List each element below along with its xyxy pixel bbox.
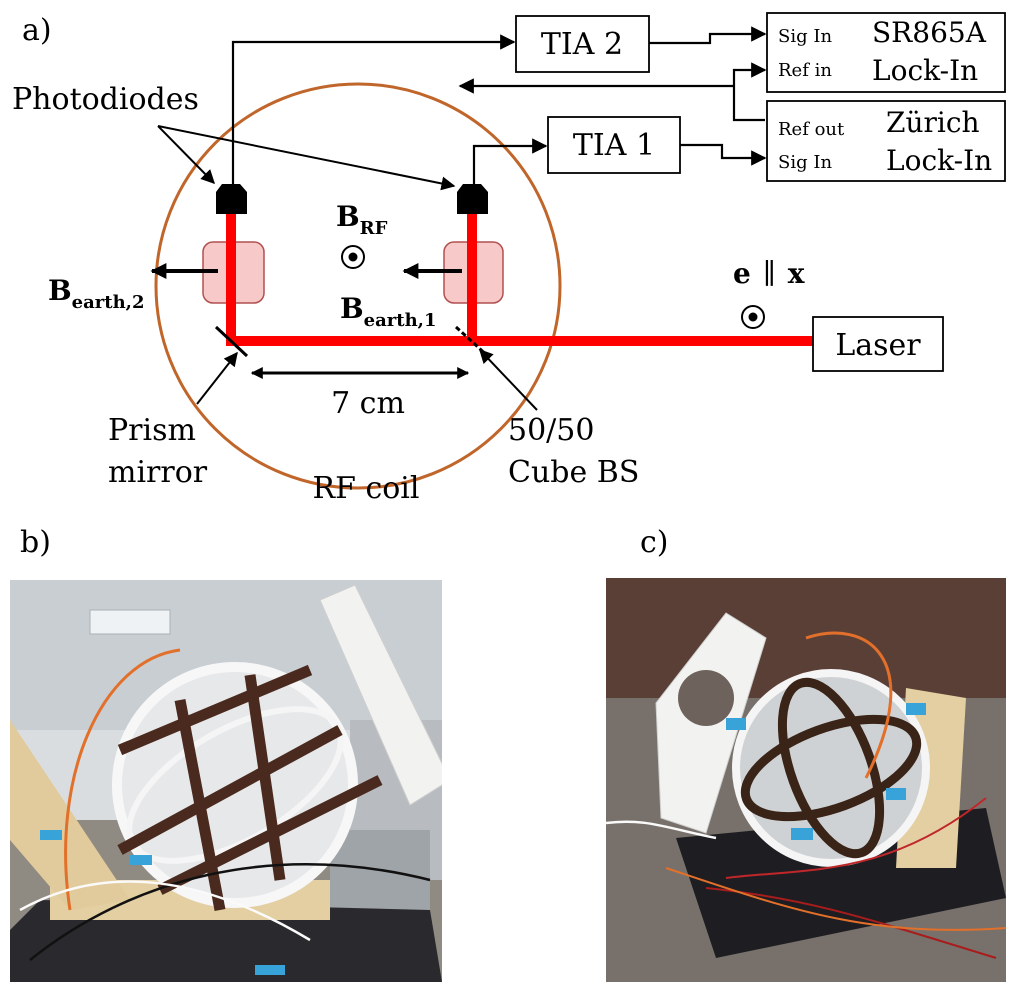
bs-label-line1: 50/50 bbox=[508, 413, 594, 448]
zurich-sig-in: Sig In bbox=[778, 152, 832, 173]
zurich-name: Zürich bbox=[886, 106, 980, 139]
wire-tia2-to-sr865a bbox=[649, 26, 767, 45]
b-rf-dot bbox=[348, 252, 358, 262]
polarization-out-of-plane-symbol bbox=[741, 305, 765, 329]
photodiode-1 bbox=[457, 184, 488, 214]
prism-label-line1: Prism bbox=[108, 413, 196, 448]
b-rf-out-of-plane-symbol bbox=[341, 245, 365, 269]
wire-tia1-to-zurich bbox=[680, 143, 767, 166]
panel-label-c: c) bbox=[640, 525, 669, 560]
rf-coil-label: RF coil bbox=[313, 471, 420, 506]
polarization-label: e∥x bbox=[733, 257, 805, 290]
prism-pointer bbox=[196, 351, 238, 405]
sr865a-name: SR865A bbox=[872, 16, 987, 49]
setup-schematic: a) Laser TIA 2 TIA 1 Sig In SR865A Ref i… bbox=[12, 12, 1006, 506]
rf-coil-circle bbox=[154, 82, 562, 490]
bs-label-line2: Cube BS bbox=[508, 455, 639, 490]
panel-label-a: a) bbox=[22, 13, 52, 48]
zurich-type: Lock-In bbox=[886, 144, 992, 177]
zurich-box bbox=[766, 100, 1006, 182]
sr865a-ref-in: Ref in bbox=[778, 60, 832, 81]
b-earth1-label: Bearth,1 bbox=[340, 292, 436, 331]
tia2-label: TIA 2 bbox=[541, 27, 623, 62]
distance-label: 7 cm bbox=[331, 386, 405, 421]
laser-beam bbox=[226, 210, 813, 346]
b-earth2-label: Bearth,2 bbox=[48, 274, 144, 313]
wire-pd1-to-tia1 bbox=[472, 138, 548, 184]
photo-side-view bbox=[10, 580, 442, 982]
photo-top-view bbox=[606, 578, 1006, 982]
laser-label: Laser bbox=[835, 328, 921, 363]
prism-mirror bbox=[214, 325, 249, 358]
sr865a-box bbox=[766, 12, 1006, 93]
sr865a-sig-in: Sig In bbox=[778, 26, 832, 47]
photodiode-2 bbox=[216, 184, 247, 214]
b-rf-label: BRF bbox=[336, 200, 388, 239]
zurich-ref-out: Ref out bbox=[778, 119, 845, 140]
tia2-box bbox=[515, 15, 650, 73]
panel-label-b: b) bbox=[20, 525, 51, 560]
prism-label-line2: mirror bbox=[108, 455, 208, 490]
wire-zurich-ref-out bbox=[732, 62, 767, 122]
sr865a-type: Lock-In bbox=[872, 54, 978, 87]
laser-box bbox=[812, 316, 944, 372]
photodiodes-pointer-2 bbox=[157, 125, 215, 184]
polarization-dot bbox=[748, 312, 758, 322]
photodiodes-pointer-1 bbox=[157, 125, 456, 191]
photodiodes-label: Photodiodes bbox=[12, 82, 199, 117]
wire-pd2-to-tia2 bbox=[231, 34, 516, 184]
tia1-label: TIA 1 bbox=[573, 128, 655, 163]
bs-pointer bbox=[479, 348, 538, 411]
